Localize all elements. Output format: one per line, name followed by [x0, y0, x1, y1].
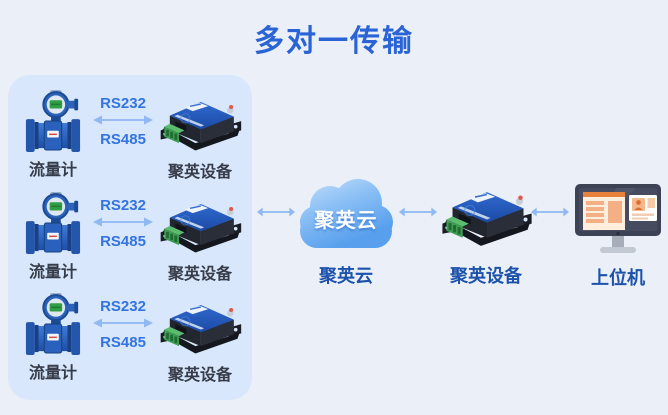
- flow-meter-label: 流量计: [28, 263, 77, 281]
- host-node: 上位机: [570, 178, 666, 290]
- cloud-icon: 聚英云: [294, 176, 398, 252]
- protocol-label-rs232: RS232: [100, 297, 146, 315]
- sensor-row-3: 流量计 RS232 RS485 聚英设备: [8, 293, 252, 385]
- sensor-row-2: 流量计 RS232 RS485 聚英设备: [8, 192, 252, 284]
- gateway-caption: 聚英设备: [450, 266, 522, 286]
- flow-meter-unit: 流量计: [16, 192, 90, 282]
- gateway-unit: 聚英设备: [156, 293, 244, 385]
- protocol-label-rs485: RS485: [100, 131, 146, 149]
- sensors-panel: 流量计 RS232 RS485 聚英设备 流量计 RS232 RS485: [8, 75, 252, 400]
- gateway-label: 聚英设备: [167, 265, 232, 283]
- page-title: 多对一传输: [254, 25, 414, 58]
- flow-meter-icon: [24, 192, 82, 256]
- sensor-row-1: 流量计 RS232 RS485 聚英设备: [8, 90, 252, 182]
- serial-link: RS232 RS485: [90, 95, 156, 149]
- flow-meter-label: 流量计: [28, 162, 77, 180]
- protocol-label-rs485: RS485: [100, 232, 146, 250]
- protocol-label-rs232: RS232: [100, 95, 146, 113]
- central-gateway-node: 聚英设备: [432, 176, 540, 288]
- protocol-label-rs485: RS485: [100, 333, 146, 351]
- protocol-label-rs232: RS232: [100, 196, 146, 214]
- double-arrow-icon: [92, 113, 154, 131]
- gateway-device-icon: [438, 176, 534, 252]
- gateway-device-icon: [157, 293, 243, 359]
- double-arrow-icon: [92, 316, 154, 334]
- gateway-label: 聚英设备: [167, 366, 232, 384]
- gateway-label: 聚英设备: [167, 164, 232, 182]
- host-caption: 上位机: [591, 268, 645, 288]
- flow-meter-icon: [24, 90, 82, 154]
- cloud-badge-label: 聚英云: [314, 210, 378, 232]
- gateway-device-icon: [157, 90, 243, 156]
- gateway-unit: 聚英设备: [156, 192, 244, 284]
- monitor-icon: [574, 178, 662, 254]
- flow-meter-label: 流量计: [28, 364, 77, 382]
- cloud-caption: 聚英云: [319, 266, 373, 286]
- cloud-node: 聚英云 聚英云: [288, 176, 404, 288]
- gateway-unit: 聚英设备: [156, 90, 244, 182]
- flow-meter-icon: [24, 293, 82, 357]
- serial-link: RS232 RS485: [90, 197, 156, 251]
- serial-link: RS232 RS485: [90, 298, 156, 352]
- flow-meter-unit: 流量计: [16, 293, 90, 383]
- flow-meter-unit: 流量计: [16, 90, 90, 180]
- gateway-device-icon: [157, 192, 243, 258]
- double-arrow-icon: [92, 215, 154, 233]
